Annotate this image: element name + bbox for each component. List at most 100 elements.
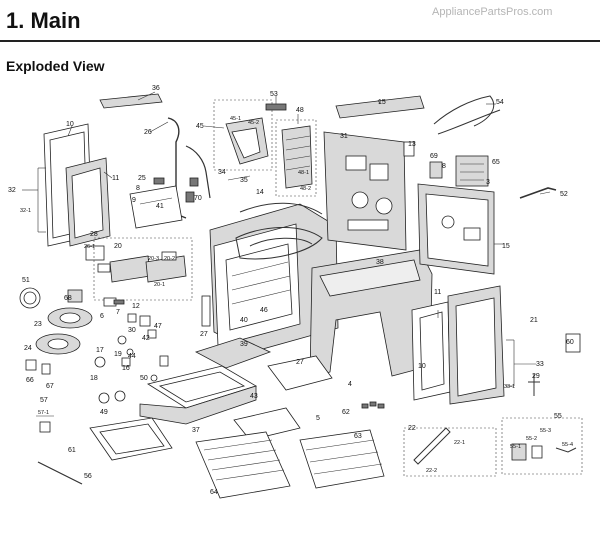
label-65: 65 (492, 159, 500, 166)
label-12: 12 (132, 303, 140, 310)
label-14: 14 (256, 189, 264, 196)
warming-drawer (37, 337, 385, 499)
label-20-3: 20-3 (148, 256, 159, 262)
rear-trim (335, 95, 425, 119)
label-31: 31 (340, 133, 348, 140)
label-54: 54 (496, 99, 504, 106)
label-11-right: 11 (434, 289, 441, 296)
label-55-3: 55-3 (540, 428, 551, 434)
callout-labels: 36 53 48 15 54 10 45 45-1 45-2 26 31 13 … (8, 85, 574, 496)
label-64: 64 (210, 489, 218, 496)
label-10-right: 10 (418, 363, 426, 370)
label-53: 53 (270, 91, 278, 98)
drawer-rail-right (233, 407, 301, 441)
label-68: 68 (64, 295, 72, 302)
label-11-left: 11 (112, 175, 119, 182)
label-36: 36 (152, 85, 160, 92)
label-41: 41 (156, 203, 164, 210)
label-27-right: 27 (296, 359, 304, 366)
label-30: 30 (128, 327, 136, 334)
left-door-assembly (37, 123, 111, 247)
right-door-assembly (403, 285, 583, 477)
broil-element (235, 227, 323, 260)
label-50: 50 (140, 375, 148, 382)
drawer-glide-left (109, 255, 151, 283)
label-7: 7 (116, 309, 120, 316)
label-48-2: 48-2 (300, 186, 311, 192)
label-21: 21 (530, 317, 538, 324)
door-liner-window (71, 167, 104, 239)
drawer-heater (194, 337, 272, 369)
left-components (19, 237, 193, 433)
label-42: 42 (142, 335, 150, 342)
control-panel-bracket (129, 185, 183, 229)
label-51: 51 (22, 277, 30, 284)
label-22-2: 22-2 (426, 468, 437, 474)
rear-panel-assembly (323, 95, 557, 275)
vent-trim (99, 93, 163, 109)
label-27-left: 27 (200, 331, 208, 338)
label-43: 43 (250, 393, 258, 400)
label-15-top: 15 (378, 99, 386, 106)
label-55-1: 55-1 (510, 444, 521, 450)
label-10-left: 10 (66, 121, 74, 128)
label-18: 18 (90, 375, 98, 382)
label-33-1: 33-1 (504, 384, 515, 390)
label-55-2: 55-2 (526, 436, 537, 442)
label-22-1: 22-1 (454, 440, 465, 446)
label-38: 38 (376, 259, 384, 266)
cavity-opening (225, 243, 293, 331)
label-33: 33 (536, 361, 544, 368)
view-subtitle: Exploded View (6, 58, 105, 74)
label-56: 56 (84, 473, 92, 480)
label-44: 44 (128, 353, 136, 360)
label-67: 67 (46, 383, 54, 390)
label-32: 32 (8, 187, 16, 194)
drawer-front (139, 385, 257, 425)
label-20-1: 20-1 (154, 282, 165, 288)
oven-cavity (201, 202, 339, 353)
label-60: 60 (566, 339, 574, 346)
label-19: 19 (114, 351, 122, 358)
label-8-right: 8 (442, 163, 446, 170)
label-25: 25 (138, 175, 146, 182)
label-52: 52 (560, 191, 568, 198)
label-29: 29 (532, 373, 540, 380)
label-13: 13 (408, 141, 416, 148)
label-48-1: 48-1 (298, 170, 309, 176)
rear-panel (323, 131, 407, 251)
label-55: 55 (554, 413, 562, 420)
label-45: 45 (196, 123, 204, 130)
label-22: 22 (408, 425, 416, 432)
top-center-parts (213, 99, 317, 197)
drawer-rail-left (267, 355, 333, 391)
label-32-1: 32-1 (20, 208, 31, 214)
label-3: 3 (486, 179, 490, 186)
label-47: 47 (154, 323, 162, 330)
label-8-left: 8 (136, 185, 140, 192)
label-45-2: 45-2 (248, 120, 259, 126)
label-5: 5 (316, 415, 320, 422)
label-28: 28 (90, 231, 98, 238)
label-26-1: 26-1 (84, 244, 95, 250)
label-61: 61 (68, 447, 76, 454)
oven-rack-2 (299, 429, 385, 489)
label-26: 26 (144, 129, 152, 136)
element-cover (281, 125, 313, 189)
label-48: 48 (296, 107, 304, 114)
title-rule (0, 40, 600, 42)
label-23: 23 (34, 321, 42, 328)
label-17: 17 (96, 347, 104, 354)
label-9: 9 (132, 197, 136, 204)
label-39: 39 (240, 341, 248, 348)
label-16: 16 (122, 365, 130, 372)
label-62: 62 (342, 409, 350, 416)
label-15-right: 15 (502, 243, 510, 250)
label-35: 35 (240, 177, 248, 184)
top-left-parts (99, 93, 251, 229)
label-49: 49 (100, 409, 108, 416)
label-6: 6 (100, 313, 104, 320)
label-69: 69 (430, 153, 438, 160)
label-34: 34 (218, 169, 226, 176)
